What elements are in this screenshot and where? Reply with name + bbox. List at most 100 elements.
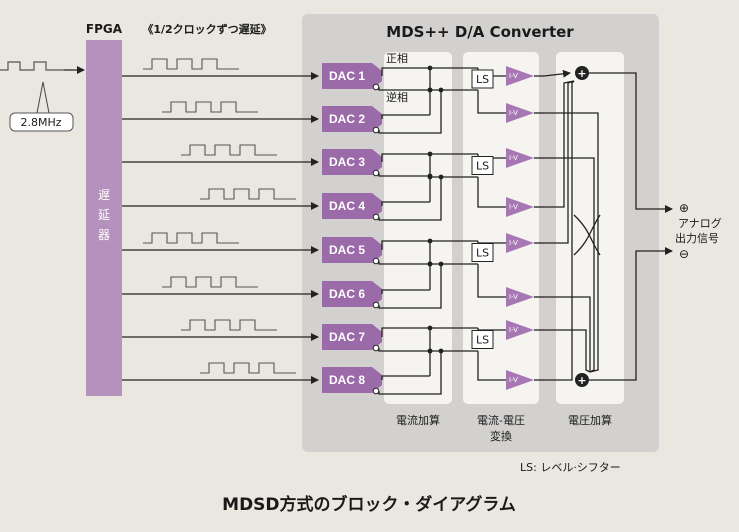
level-shifter-label-3: LS [476, 247, 489, 260]
pulse-train-4 [200, 188, 296, 200]
dac-label-8: DAC 8 [329, 373, 365, 387]
route-to-neg-sum-3 [544, 296, 591, 372]
iv-converter-label-8: I-V [509, 376, 518, 384]
level-shifter-label-4: LS [476, 334, 489, 347]
route-to-neg-sum-1 [544, 112, 599, 373]
iv-converter-3 [506, 148, 534, 168]
pulse-train-6 [162, 276, 258, 288]
positive-bus-1 [381, 67, 478, 76]
fpga-label: FPGA [86, 22, 123, 36]
iv-converter-4 [506, 197, 534, 217]
iv-converter-label-3: I-V [509, 154, 518, 162]
iv-converter-label-2: I-V [509, 109, 518, 117]
negative-link-4 [378, 177, 442, 221]
clock-box [9, 112, 74, 132]
iv-converter-8 [506, 370, 534, 390]
output-label-2: 出力信号 [675, 231, 719, 245]
delay-char-1: 遅 [98, 188, 110, 202]
pulse-train-7 [181, 319, 277, 331]
converter-title: MDS++ D/A Converter [386, 23, 574, 41]
route-to-pos-sum-1 [543, 69, 571, 78]
negative-link-5 [378, 261, 478, 265]
negative-sum-node [575, 373, 589, 387]
dac-inverted-output-2 [372, 126, 380, 134]
bus-junction-2-4 [427, 173, 433, 179]
positive-link-8 [381, 375, 430, 380]
clock-label: 2.8MHz [20, 116, 61, 129]
iv-converter-1 [506, 66, 534, 86]
iv-convert-label-2: 変換 [490, 429, 512, 443]
iv-converter-label-6: I-V [509, 293, 518, 301]
iv-converter-6 [506, 287, 534, 307]
iv-converter-label-4: I-V [509, 203, 518, 211]
analog-output-negative [589, 247, 673, 381]
positive-phase-label: 正相 [386, 52, 408, 65]
bus-junction-1-4 [427, 87, 433, 93]
dac-inverted-output-3 [372, 169, 380, 177]
analog-output-positive [589, 72, 673, 213]
iv-input-b-2 [477, 177, 506, 208]
dac-label-2: DAC 2 [329, 112, 365, 126]
dac-label-6: DAC 6 [329, 287, 365, 301]
pulse-train-2 [162, 101, 258, 113]
voltage-sum-label: 電圧加算 [568, 413, 612, 427]
bus-junction-4-1 [427, 325, 433, 331]
output-plus-symbol: ⊕ [679, 201, 689, 215]
route-to-neg-sum-4 [544, 329, 591, 373]
dac-inverted-output-7 [372, 344, 380, 352]
negative-link-7 [378, 348, 478, 352]
current-sum-column [384, 52, 452, 404]
dac-label-3: DAC 3 [329, 155, 365, 169]
level-shifter-3 [471, 243, 494, 262]
iv-column [463, 52, 539, 404]
level-shifter-2 [471, 156, 494, 175]
input-waveform [0, 61, 85, 74]
iv-converter-7 [506, 320, 534, 340]
dac-label-4: DAC 4 [329, 199, 365, 213]
output-label-1: アナログ [678, 216, 722, 230]
bus-junction-2-1 [427, 151, 433, 157]
positive-link-2 [381, 114, 430, 119]
bus-junction-3-4 [427, 261, 433, 267]
negative-link-1 [378, 87, 478, 91]
level-shifter-label-2: LS [476, 160, 489, 173]
pulse-train-3 [181, 144, 277, 156]
clock-pointer [36, 81, 50, 114]
negative-link-2 [378, 90, 442, 134]
dac-block-5 [322, 237, 382, 263]
dac-inverted-output-1 [372, 83, 380, 91]
bus-junction-1-1 [427, 65, 433, 71]
level-shifter-4 [471, 330, 494, 349]
current-sum-label: 電流加算 [396, 413, 440, 427]
positive-link-4 [381, 201, 430, 206]
iv-input-b-1 [477, 90, 506, 114]
ls-legend: LS: レベル·シフター [520, 461, 621, 474]
bus-junction-4-3 [438, 348, 444, 354]
level-shifter-1 [471, 69, 494, 89]
route-to-pos-sum-4 [544, 80, 575, 381]
bus-junction-3-3 [438, 261, 444, 267]
fpga-block [86, 40, 122, 396]
dac-label-1: DAC 1 [329, 69, 365, 83]
dac-block-8 [322, 367, 382, 393]
dac-block-1 [322, 63, 382, 89]
dac-block-7 [322, 324, 382, 350]
delay-char-2: 延 [98, 208, 110, 222]
delay-note: 《1/2クロックずつ遅延》 [142, 22, 271, 36]
positive-bus-2 [381, 153, 478, 162]
output-minus-symbol: ⊖ [679, 247, 689, 261]
dac-block-2 [322, 106, 382, 132]
negative-phase-label: 逆相 [386, 90, 408, 104]
level-shifter-label-1: LS [476, 73, 489, 86]
bus-junction-1-3 [438, 87, 444, 93]
dac-block-6 [322, 281, 382, 307]
pulse-train-5 [143, 232, 239, 244]
pulse-train-8 [200, 362, 296, 374]
iv-converter-5 [506, 233, 534, 253]
voltage-sum-column [556, 52, 624, 404]
negative-link-6 [378, 264, 442, 309]
dac-label-5: DAC 5 [329, 243, 365, 257]
